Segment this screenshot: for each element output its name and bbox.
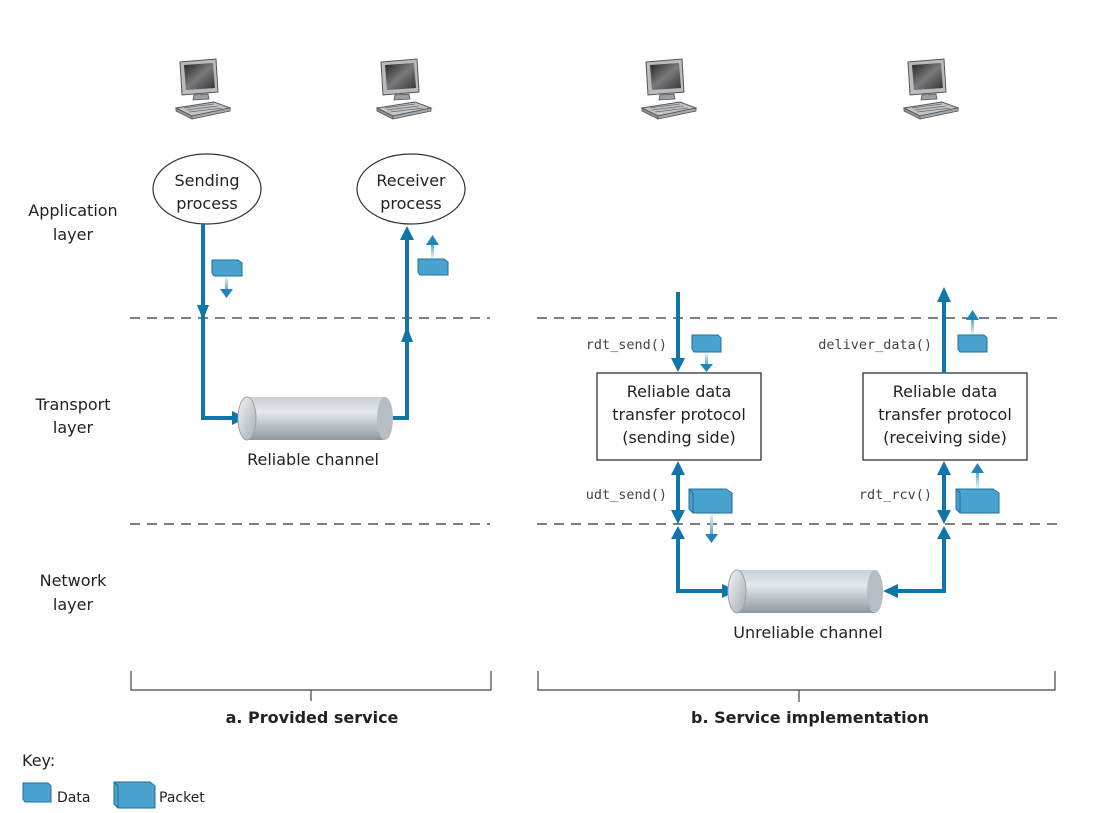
sending-process-label-1: Sending	[174, 171, 239, 190]
deliver-arrowhead-mid	[401, 326, 413, 342]
receiver-computer-icon	[376, 58, 432, 120]
sender-box-line-3: (sending side)	[622, 428, 736, 447]
sender-to-channel-arrow	[676, 537, 724, 593]
key-title: Key:	[22, 751, 55, 770]
data-icon-deliver-a	[417, 235, 449, 276]
packet-icon-rdt-rcv	[955, 463, 1000, 514]
panel-a-flow	[201, 224, 409, 420]
deliver-data-label: deliver_data()	[818, 337, 932, 353]
send-path-arrow	[201, 224, 236, 420]
network-up-arrowhead-left	[671, 526, 685, 539]
channel-to-receiver-arrow	[896, 537, 946, 593]
sender-computer-icon-b	[641, 58, 697, 120]
key-packet-icon	[113, 781, 156, 809]
unreliable-channel-label: Unreliable channel	[733, 623, 882, 642]
panel-b-flow	[676, 292, 946, 593]
data-icon-deliver-data	[957, 310, 988, 353]
receiver-process-label-2: process	[380, 194, 441, 213]
receiver-process-node	[356, 153, 466, 225]
deliver-data-arrowhead	[937, 287, 951, 302]
network-layer-label-1: Network	[40, 571, 108, 590]
rdt-rcv-arrowhead-down	[937, 510, 951, 524]
send-arrowhead-mid	[197, 305, 209, 320]
key-data-icon	[22, 782, 52, 803]
channel-out-arrowhead	[883, 584, 898, 598]
rdt-rcv-arrowhead-up	[937, 461, 951, 475]
receiver-box-line-2: transfer protocol	[878, 405, 1012, 424]
application-layer-label-1: Application	[28, 201, 117, 220]
reliable-channel-pipe	[237, 396, 393, 441]
sender-box-line-1: Reliable data	[627, 382, 732, 401]
sender-computer-icon	[175, 58, 231, 120]
sending-process-node	[152, 153, 262, 225]
rdt-rcv-label: rdt_rcv()	[859, 487, 932, 503]
data-icon-rdt-send	[691, 334, 722, 372]
application-layer-label-2: layer	[53, 225, 94, 244]
network-up-arrowhead-right	[937, 526, 951, 539]
reliable-channel-label: Reliable channel	[247, 450, 379, 469]
packet-icon-udt-send	[688, 488, 733, 543]
unreliable-channel-pipe	[727, 569, 883, 614]
udt-send-arrowhead-down	[671, 510, 685, 524]
sender-rdt-box	[596, 372, 762, 461]
key-data-label: Data	[57, 790, 90, 806]
udt-send-arrowhead-up	[671, 461, 685, 475]
caption-provided-service: a. Provided service	[226, 708, 399, 727]
rdt-send-label: rdt_send()	[586, 337, 667, 353]
transport-layer-label-1: Transport	[34, 395, 110, 414]
receiver-box-line-3: (receiving side)	[883, 428, 1007, 447]
udt-send-label: udt_send()	[586, 487, 667, 503]
rdt-send-arrowhead	[671, 358, 685, 372]
caption-service-implementation: b. Service implementation	[691, 708, 929, 727]
receiver-computer-icon-b	[903, 58, 959, 120]
network-layer-label-2: layer	[53, 595, 94, 614]
data-icon-send-a	[211, 259, 243, 298]
sending-process-label-2: process	[176, 194, 237, 213]
deliver-arrowhead-top	[400, 226, 414, 240]
receiver-box-line-1: Reliable data	[893, 382, 998, 401]
deliver-path-arrow	[384, 238, 409, 420]
bracket-b	[537, 671, 1056, 702]
key-packet-label: Packet	[159, 790, 205, 806]
receiver-rdt-box	[862, 372, 1028, 461]
bracket-a	[130, 671, 492, 701]
transport-layer-label-2: layer	[53, 418, 94, 437]
sender-box-line-2: transfer protocol	[612, 405, 746, 424]
receiver-process-label-1: Receiver	[376, 171, 446, 190]
